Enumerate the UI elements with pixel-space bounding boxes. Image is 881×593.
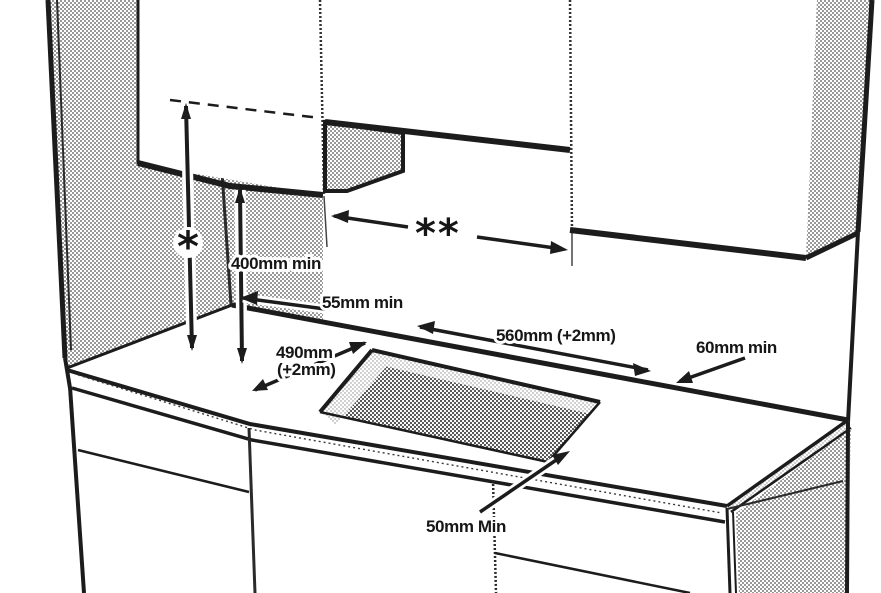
left-wall-inner-edge bbox=[56, 0, 72, 351]
arrowhead-down-icon bbox=[187, 335, 197, 351]
dim-60: 60mm min bbox=[676, 335, 780, 386]
arrowhead-icon bbox=[676, 371, 693, 383]
drawer-line-left bbox=[77, 448, 250, 494]
upper-cabinet-right bbox=[568, 0, 875, 423]
dim-400: 400mm min bbox=[228, 187, 324, 364]
arrowhead-up-icon bbox=[349, 342, 367, 354]
dim-490: 490mm (+2mm) bbox=[252, 338, 367, 395]
worktop-front-edge-bottom bbox=[71, 386, 726, 524]
hob-cutout-bottom bbox=[320, 350, 600, 462]
dim-double-star-line-right bbox=[476, 235, 563, 251]
upper-cabinet-right-bottom-edge bbox=[569, 227, 807, 261]
worktop-front-edge-top bbox=[66, 368, 728, 508]
worktop-back-edge-left bbox=[66, 303, 233, 370]
worktop-back-edge bbox=[231, 302, 849, 423]
base-cabinet-right-edge bbox=[845, 421, 850, 593]
upper-cabinet-right-left-edge bbox=[568, 0, 574, 233]
hob-cutout-right-edge bbox=[547, 401, 601, 463]
right-wall-edge-lower bbox=[846, 231, 860, 423]
dim-490-label-line1: 490mm bbox=[276, 343, 333, 362]
dim-490-label-line2: (+2mm) bbox=[277, 360, 336, 379]
extension-line-left bbox=[323, 195, 328, 248]
hob-cutout-left-edge bbox=[318, 348, 374, 414]
dim-star-label: * bbox=[177, 222, 199, 271]
hob-cutout-left-wall bbox=[320, 350, 386, 425]
dim-50-line bbox=[479, 452, 566, 514]
dim-double-star-label: ** bbox=[415, 211, 461, 257]
upper-cabinet-left-front bbox=[138, 0, 323, 195]
left-wall-outer-edge bbox=[45, 0, 68, 359]
drawer-line-right bbox=[494, 551, 691, 593]
arrowhead-down-icon bbox=[252, 379, 268, 391]
base-cabinet-left-edge bbox=[68, 386, 86, 593]
dim-50: 50mm Min bbox=[423, 450, 570, 539]
base-cabinet-corner-edge-1 bbox=[725, 507, 732, 593]
base-cabinets bbox=[68, 386, 851, 593]
base-cabinet-divider-1 bbox=[247, 427, 257, 593]
worktop-left-end bbox=[63, 357, 72, 389]
upper-cabinet-left-bottom-edge bbox=[137, 160, 324, 198]
hob-cutout bbox=[318, 348, 601, 464]
hob-cutout-back-wall bbox=[372, 350, 600, 414]
arrowhead-up-icon bbox=[235, 187, 245, 203]
hood-recess bbox=[323, 119, 571, 193]
dim-star-line bbox=[184, 105, 194, 349]
upper-cabinet-right-front bbox=[570, 0, 805, 258]
dim-50-label: 50mm Min bbox=[426, 517, 506, 536]
worktop bbox=[63, 302, 852, 524]
arrowhead-up-icon bbox=[181, 103, 191, 119]
right-wall-edge-upper bbox=[855, 0, 875, 233]
dim-double-star: ** bbox=[323, 195, 568, 260]
base-cabinet-corner-edge-2 bbox=[732, 511, 737, 593]
hob-cutout-back-edge bbox=[371, 348, 601, 404]
dim-560: 560mm (+2mm) bbox=[417, 321, 651, 376]
upper-cabinet-right-side bbox=[806, 0, 872, 258]
worktop-right-end-face bbox=[727, 420, 851, 512]
dim-560-line bbox=[419, 325, 649, 372]
arrowhead-left-icon bbox=[417, 321, 435, 334]
upper-cabinet-left-right-edge bbox=[318, 0, 326, 196]
dim-400-line bbox=[238, 189, 244, 362]
dim-490-line bbox=[254, 341, 366, 392]
hood-height-dashed-line bbox=[169, 98, 321, 120]
arrowhead-left-icon bbox=[240, 291, 258, 305]
base-cabinet-side-panel bbox=[736, 429, 851, 593]
worktop-right-edge-bottom bbox=[730, 426, 852, 514]
wall-corner-line bbox=[220, 171, 233, 306]
dim-60-label: 60mm min bbox=[696, 338, 777, 357]
worktop-right-edge-top bbox=[725, 418, 850, 508]
arrowhead-right-icon bbox=[550, 241, 568, 254]
dim-400-label: 400mm min bbox=[231, 254, 321, 273]
dim-star-badge bbox=[173, 228, 203, 258]
base-cabinet-side-top-line bbox=[726, 480, 844, 510]
dim-55-label: 55mm min bbox=[322, 293, 403, 312]
arrowhead-icon bbox=[552, 451, 570, 465]
upper-cabinet-right-side-bottom-edge bbox=[804, 230, 860, 261]
arrowhead-right-icon bbox=[633, 363, 651, 376]
upper-cabinet-left bbox=[136, 0, 326, 198]
worktop-front-edge-groove bbox=[77, 374, 723, 514]
dim-star: * bbox=[173, 103, 203, 351]
arrowhead-down-icon bbox=[237, 348, 247, 364]
base-cabinet-divider-2 bbox=[491, 479, 498, 593]
hob-cutout-front-edge bbox=[319, 410, 549, 464]
hood-recess-top-edge bbox=[324, 119, 571, 153]
arrowhead-left-icon bbox=[331, 210, 349, 223]
dim-560-label: 560mm (+2mm) bbox=[496, 326, 615, 345]
dim-55: 55mm min bbox=[240, 290, 406, 315]
